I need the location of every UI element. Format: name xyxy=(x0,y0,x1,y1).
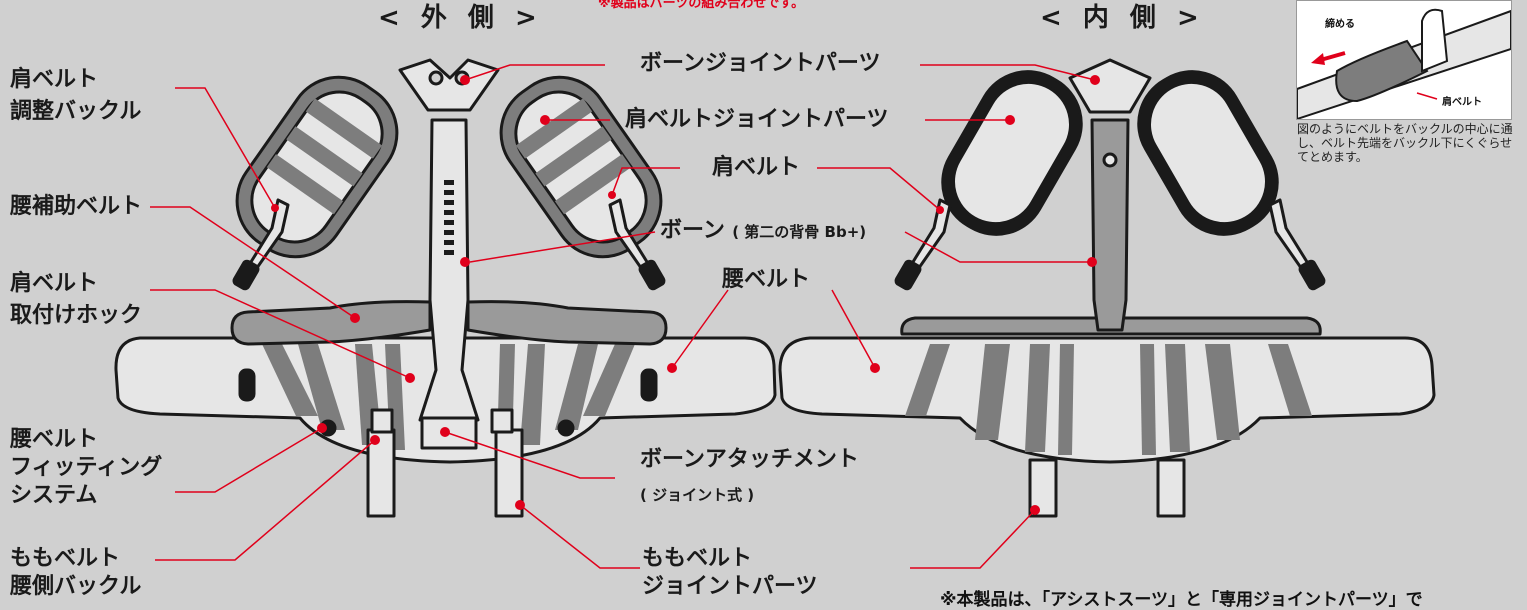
inner-bone xyxy=(1090,118,1130,332)
note-tighten-label: 締める xyxy=(1325,19,1355,30)
label-shoulder-belt-buckle: 肩ベルト 調整バックル xyxy=(10,67,142,124)
inner-view xyxy=(778,58,1436,518)
inner-thigh-belt-right xyxy=(1156,458,1186,518)
label-thigh-belt-buckle: ももベルト 腰側バックル xyxy=(10,546,142,599)
outer-thigh-belt-right xyxy=(494,428,524,518)
label-bone-attachment: ボーンアタッチメント xyxy=(640,447,859,472)
label-waist-belt: 腰ベルト xyxy=(722,267,811,292)
outer-bone-holes xyxy=(444,180,454,255)
label-bone: ボーン ( 第二の背骨 Bb+) xyxy=(660,216,866,246)
outer-bone-joint xyxy=(398,58,500,112)
outer-shoulder-pad-left xyxy=(235,75,399,259)
label-bone-sub: ( 第二の背骨 Bb+) xyxy=(732,223,867,241)
label-bone-joint-parts: ボーンジョイントパーツ xyxy=(640,51,881,76)
inner-bone-joint xyxy=(1068,58,1152,114)
label-thigh-belt-joint: ももベルト ジョイントパーツ xyxy=(642,546,818,599)
label-shoulder-belt: 肩ベルト xyxy=(712,155,801,180)
label-shoulder-belt-joint-parts: 肩ベルトジョイントパーツ xyxy=(625,107,889,132)
leader-dots xyxy=(271,75,1100,515)
note-shoulder-belt-label: 肩ベルト xyxy=(1442,97,1482,108)
inner-shoulder-pad-right xyxy=(1137,70,1279,236)
footnote: ※本製品は、「アシストスーツ」と「専用ジョイントパーツ」で xyxy=(940,590,1423,610)
leader-lines xyxy=(150,64,1096,569)
inner-belt-stripes xyxy=(905,344,1312,455)
top-notice: ※製品はパーツの組み合わせです。 xyxy=(598,0,805,11)
heading-inner: < 内 側 > xyxy=(1040,3,1205,33)
outer-waist-aux-belt xyxy=(230,300,668,346)
label-waist-aux-belt: 腰補助ベルト xyxy=(10,194,143,219)
label-waist-belt-fitting: 腰ベルト フィッティング システム xyxy=(10,427,163,508)
inner-shoulder-pad-left xyxy=(941,70,1083,236)
buckle-illustration xyxy=(1296,0,1512,121)
outer-bone xyxy=(418,118,480,422)
label-shoulder-belt-hook: 肩ベルト 取付けホック xyxy=(10,271,143,328)
label-bone-main: ボーン xyxy=(660,218,725,243)
heading-outer: < 外 側 > xyxy=(378,3,543,33)
inner-waist-belt xyxy=(778,336,1436,464)
label-bone-attachment-sub: ( ジョイント式 ) xyxy=(640,486,755,504)
note-text: 図のようにベルトをバックルの中心に通し、ベルト先端をバックル下にくぐらせてとめま… xyxy=(1297,122,1513,164)
